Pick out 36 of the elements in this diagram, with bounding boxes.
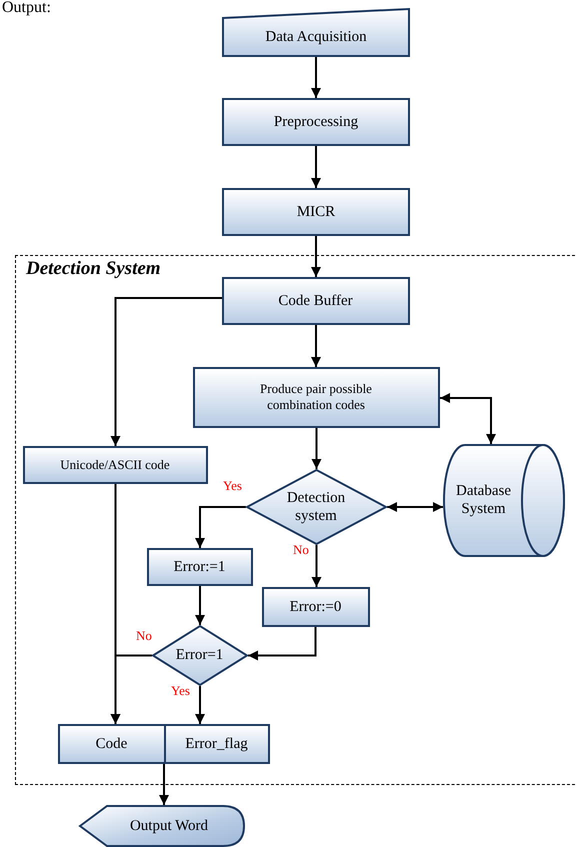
process-box: Produce pair possible combination codes <box>192 366 440 428</box>
database-cylinder: Database System <box>442 444 564 556</box>
record-field: Code <box>58 724 164 764</box>
process-box: Error:=1 <box>146 548 252 586</box>
process-box: Code Buffer <box>222 276 410 324</box>
decision-diamond: Detection system <box>246 468 386 544</box>
arrow <box>159 764 169 805</box>
arrow <box>195 586 205 625</box>
arrow <box>387 502 443 512</box>
dashed-group-frame <box>15 255 576 785</box>
arrow <box>312 428 322 469</box>
output-display-shape: Output Word <box>79 805 245 847</box>
arrow <box>311 146 321 188</box>
edge-label: No <box>135 629 153 644</box>
process-box: Error:=0 <box>262 586 370 626</box>
arrow <box>110 484 120 724</box>
process-box: Unicode/ASCII code <box>22 446 208 484</box>
arrow <box>311 236 321 277</box>
arrow <box>195 686 205 724</box>
edge-label: No <box>292 543 310 558</box>
arrow <box>248 627 316 660</box>
arrow <box>440 393 496 444</box>
arrow <box>311 325 321 367</box>
record-field: Error_flag <box>164 724 270 764</box>
input-box: Data Acquisition <box>222 8 410 57</box>
decision-diamond: Error=1 <box>152 624 248 686</box>
note-text: Output: <box>2 0 51 16</box>
arrow <box>311 57 321 98</box>
process-box: Preprocessing <box>222 98 410 146</box>
arrow <box>195 506 246 548</box>
process-box: MICR <box>222 188 410 236</box>
arrow <box>312 545 322 587</box>
arrow <box>110 297 222 446</box>
edge-label: Yes <box>222 479 243 494</box>
group-title: Detection System <box>26 258 161 281</box>
edge-label: Yes <box>170 684 191 698</box>
